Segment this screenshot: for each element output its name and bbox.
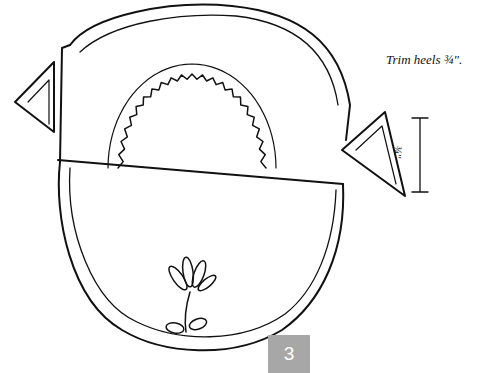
sole-left-edge: [60, 45, 70, 162]
step-number-box: 3: [268, 335, 310, 373]
sole-top-inner: [80, 15, 338, 105]
flower-motif: [165, 256, 218, 334]
step-number: 3: [284, 343, 295, 365]
opening-zigzag: [118, 74, 266, 168]
opening-arc: [108, 64, 276, 168]
vamp-inner: [70, 168, 336, 337]
vamp-outline: [59, 162, 343, 350]
heel-triangle-left: [15, 62, 54, 132]
heel-triangle-left-inner: [28, 80, 49, 124]
dimension-bracket: [412, 118, 428, 192]
note-text: Trim heels ¾″.: [386, 52, 462, 68]
heel-triangle-right: [342, 112, 405, 196]
vamp-line: [58, 160, 343, 184]
heel-triangle-right-inner: [356, 126, 396, 184]
sole-top-outline: [70, 5, 350, 140]
dimension-label: ¾″: [392, 146, 404, 159]
